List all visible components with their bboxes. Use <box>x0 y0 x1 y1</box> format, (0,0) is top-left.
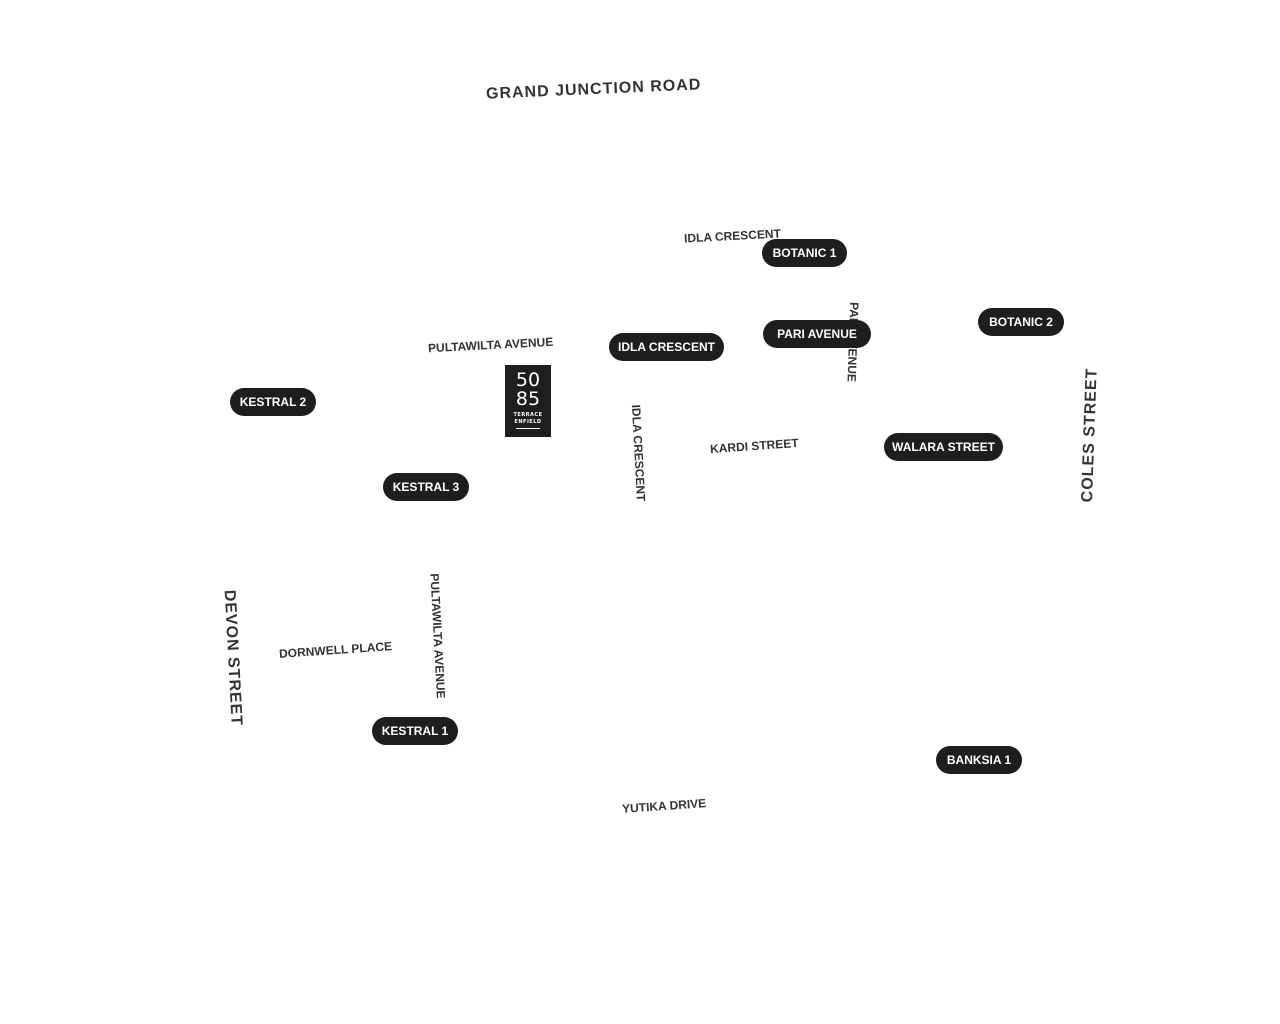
pill-walara-street[interactable]: WALARA STREET <box>884 433 1003 461</box>
street-label-pultawilta-avenue-top: PULTAWILTA AVENUE <box>427 334 554 356</box>
logo-line-2: 85 <box>515 388 541 410</box>
street-label-grand-junction-road: GRAND JUNCTION ROAD <box>485 76 702 103</box>
pill-kestral-3[interactable]: KESTRAL 3 <box>383 473 469 501</box>
pill-botanic-1[interactable]: BOTANIC 1 <box>762 239 847 267</box>
pill-banksia-1[interactable]: BANKSIA 1 <box>936 746 1022 774</box>
street-label-yutika-drive: YUTIKA DRIVE <box>621 796 707 816</box>
street-label-pultawilta-avenue-vertical: PULTAWILTA AVENUE <box>427 573 448 699</box>
pill-idla-crescent[interactable]: IDLA CRESCENT <box>609 333 724 361</box>
logo-line-4: ENFIELD <box>514 419 542 425</box>
street-label-devon-street: DEVON STREET <box>220 589 245 727</box>
street-label-coles-street: COLES STREET <box>1078 367 1101 503</box>
street-label-idla-crescent-vertical: IDLA CRESCENT <box>628 404 648 502</box>
street-label-dornwell-place: DORNWELL PLACE <box>278 639 393 661</box>
logo-line-3: TERRACE <box>513 412 543 418</box>
5085-terrace-enfield-logo: 50 85 TERRACE ENFIELD <box>505 365 551 437</box>
street-label-kardi-street: KARDI STREET <box>709 435 800 457</box>
logo-underline <box>516 428 540 429</box>
logo-line-1: 50 <box>515 369 541 391</box>
pill-kestral-2[interactable]: KESTRAL 2 <box>230 388 316 416</box>
pill-kestral-1[interactable]: KESTRAL 1 <box>372 717 458 745</box>
pill-botanic-2[interactable]: BOTANIC 2 <box>978 308 1064 336</box>
pill-pari-avenue[interactable]: PARI AVENUE <box>763 320 871 348</box>
